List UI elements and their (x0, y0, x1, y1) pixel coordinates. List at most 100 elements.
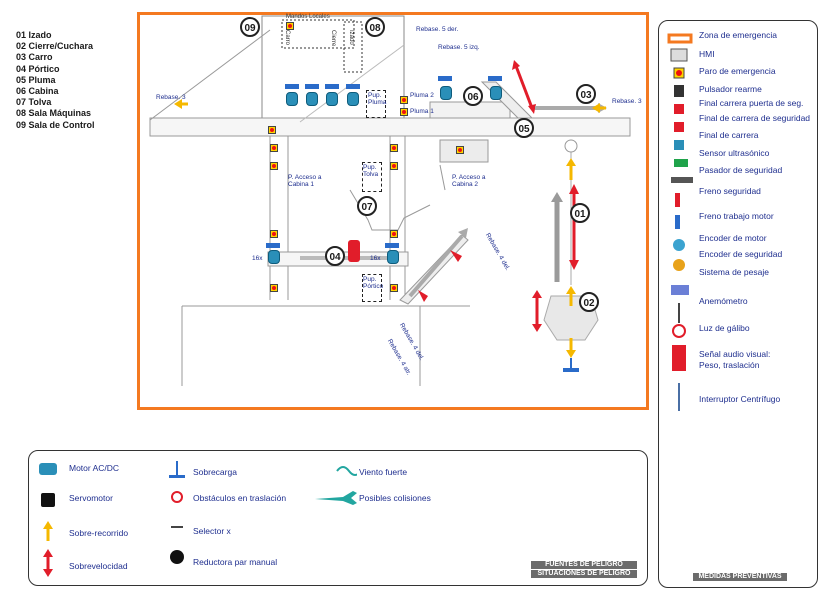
motor-icon (490, 86, 502, 100)
code-item: 07 Tolva (16, 97, 52, 108)
subsystem-code-list: 01 Izado 02 Cierre/Cuchara 03 Carro 04 P… (16, 30, 95, 131)
legend-reductora-par-manual: Reductora par manual (193, 557, 278, 567)
legend-posibles-colisiones: Posibles colisiones (359, 493, 431, 503)
legend-sistema-pesaje: Sistema de pesaje (699, 267, 769, 277)
motor-brake-icon (438, 76, 452, 81)
badge-06: 06 (463, 86, 483, 106)
label-izado: Izado (348, 30, 354, 45)
hazard-sources-title: FUENTES DE PELIGRO (531, 561, 637, 569)
emergency-stop-icon (400, 96, 408, 104)
legend-hmi: HMI (699, 49, 715, 59)
emergency-stop-icon (270, 284, 278, 292)
motor-icon (268, 250, 280, 264)
emergency-stop-icon (456, 146, 464, 154)
airplane-icon (315, 491, 357, 505)
label-pluma-1: Pluma 1 (410, 108, 434, 115)
legend-paro-emergencia: Paro de emergencia (699, 66, 776, 76)
pup-tolva-box (362, 162, 382, 192)
motor-brake-icon (488, 76, 502, 81)
motor-brake-icon (346, 84, 360, 89)
legend-luz-galibo: Luz de gálibo (699, 323, 750, 333)
label-pluma-2: Pluma 2 (410, 92, 434, 99)
motor-icon (440, 86, 452, 100)
label-rebase-5-izq: Rebase. 5 izq. (438, 44, 480, 51)
emergency-stop-icon (390, 230, 398, 238)
badge-02: 02 (579, 292, 599, 312)
legend-encoder-seguridad: Encoder de seguridad (699, 249, 783, 259)
emergency-stop-icon (268, 126, 276, 134)
emergency-stop-icon (400, 108, 408, 116)
legend-selector-x: Selector x (193, 526, 231, 536)
legend-final-carrera-seguridad: Final de carrera de seguridad (699, 113, 811, 123)
hazard-legend-panel: Motor AC/DC Servomotor Sobre-recorrido S… (28, 450, 648, 586)
label-acceso-cabina-1: P. Acceso a Cabina 1 (288, 174, 322, 188)
badge-01: 01 (570, 203, 590, 223)
label-pup-pluma: Pup. Pluma (368, 92, 387, 106)
emergency-stop-icon (390, 162, 398, 170)
code-item: 03 Carro (16, 52, 53, 63)
code-item: 08 Sala Máquinas (16, 108, 92, 119)
label-16x-left: 16x (252, 255, 263, 262)
code-item: 06 Cabina (16, 86, 59, 97)
label-cierre: Cierre (330, 30, 336, 47)
legend-obstaculos-traslacion: Obstáculos en traslación (193, 493, 287, 503)
label-rebase-5-der: Rebase. 5 der. (416, 26, 459, 33)
motor-icon (387, 250, 399, 264)
label-acceso-cabina-2: P. Acceso a Cabina 2 (452, 174, 486, 188)
pup-portico-box (362, 274, 382, 302)
label-pup-tolva: Pup. Tolva (363, 164, 379, 178)
motor-brake-icon (305, 84, 319, 89)
legend-final-carrera-puerta: Final carrera puerta de seg. (699, 98, 804, 108)
code-item: 01 Izado (16, 30, 52, 40)
label-mandos-locales: Mandos Locales (286, 14, 330, 20)
motor-icon (347, 92, 359, 106)
hazard-icons (39, 461, 357, 577)
emergency-zone-frame (137, 12, 649, 410)
motor-icon (286, 92, 298, 106)
legend-interruptor-centrifugo: Interruptor Centrífugo (699, 394, 781, 404)
emergency-stop-icon (270, 230, 278, 238)
audio-visual-signal-icon (348, 240, 360, 262)
motor-brake-icon (385, 243, 399, 248)
badge-09: 09 (240, 17, 260, 37)
emergency-stop-icon (390, 284, 398, 292)
label-rebase-3-left: Rebase. 3 (156, 94, 186, 101)
legend-zona-emergencia: Zona de emergencia (699, 30, 777, 40)
legend-sobrecarga: Sobrecarga (193, 467, 237, 477)
label-pup-portico: Pup. Pórtico (363, 276, 384, 290)
motor-brake-icon (325, 84, 339, 89)
label-rebase-3-right: Rebase. 3 (612, 98, 642, 105)
emergency-stop-icon (270, 144, 278, 152)
legend-encoder-motor: Encoder de motor (699, 233, 767, 243)
emergency-stop-icon (390, 144, 398, 152)
code-item: 02 Cierre/Cuchara (16, 41, 94, 52)
badge-03: 03 (576, 84, 596, 104)
legend-viento-fuerte: Viento fuerte (359, 467, 408, 477)
motor-brake-icon (285, 84, 299, 89)
hazard-situations-title: SITUACIONES DE PELIGRO (531, 570, 637, 578)
pup-pluma-box (366, 90, 386, 118)
legend-freno-trabajo-motor: Freno trabajo motor (699, 211, 774, 221)
legend-pulsador-rearme: Pulsador rearme (699, 84, 762, 94)
badge-08: 08 (365, 17, 385, 37)
legend-pasador-seguridad: Pasador de seguridad (699, 165, 783, 175)
label-16x-right: 16x (370, 255, 381, 262)
legend-sobre-recorrido: Sobre-recorrido (69, 528, 129, 538)
badge-05: 05 (514, 118, 534, 138)
preventive-measures-title: MEDIDAS PREVENTIVAS (693, 573, 787, 581)
motor-brake-icon (266, 243, 280, 248)
code-item: 09 Sala de Control (16, 119, 95, 130)
legend-senal-audio-visual: Señal audio visual: (699, 349, 771, 359)
preventive-icons (667, 33, 693, 411)
legend-freno-seguridad: Freno seguridad (699, 186, 761, 196)
emergency-stop-icon (270, 162, 278, 170)
legend-servomotor: Servomotor (69, 493, 113, 503)
legend-anemometro: Anemómetro (699, 296, 748, 306)
legend-peso-traslacion: Peso, traslación (699, 360, 760, 370)
legend-sobrevelocidad: Sobrevelocidad (69, 561, 128, 571)
code-item: 05 Pluma (16, 74, 56, 85)
motor-icon (326, 92, 338, 106)
code-item: 04 Pórtico (16, 63, 60, 74)
emergency-stop-icon (286, 22, 294, 30)
legend-motor-ac-dc: Motor AC/DC (69, 463, 120, 473)
